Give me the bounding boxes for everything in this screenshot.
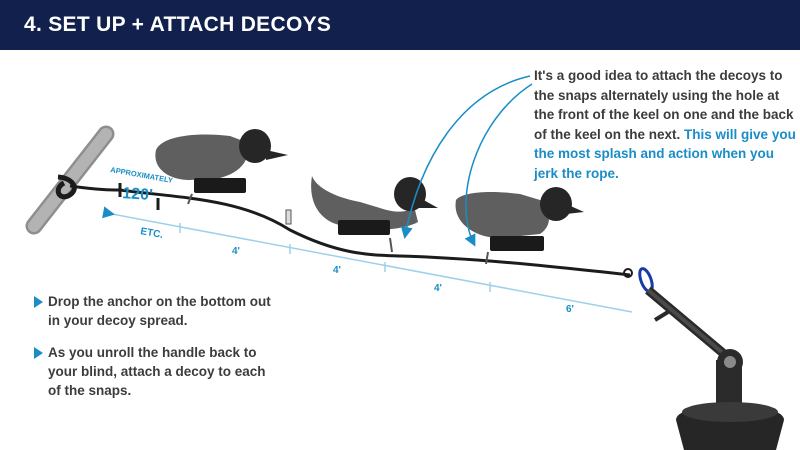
duck-decoy-icon: [455, 187, 584, 265]
spacing-label-1: 4': [232, 246, 240, 257]
spacing-guide: [102, 206, 633, 313]
bullet-arrow-icon: [34, 296, 43, 308]
approximate-length-label: 120': [122, 185, 154, 204]
rope-snap: [285, 209, 292, 225]
duck-decoy-icon: [155, 129, 288, 205]
step-text: As you unroll the handle back to your bl…: [48, 345, 266, 398]
callout-arrow-front-keel: [400, 75, 531, 239]
tip-callout: It's a good idea to attach the decoys to…: [534, 66, 796, 183]
callout-arrow-back-keel: [464, 83, 533, 247]
anchor-icon: [645, 286, 784, 450]
bullet-arrow-icon: [34, 347, 43, 359]
list-item: Drop the anchor on the bottom out in you…: [34, 292, 274, 330]
etc-label: ETC.: [139, 226, 164, 241]
steps-list: Drop the anchor on the bottom out in you…: [34, 292, 274, 413]
spacing-label-4: 6': [566, 304, 574, 315]
tip-text: It's a good idea to attach the decoys to…: [534, 68, 794, 142]
list-item: As you unroll the handle back to your bl…: [34, 343, 274, 400]
spacing-label-2: 4': [333, 265, 341, 276]
header-bar: 4. SET UP + ATTACH DECOYS: [0, 0, 800, 50]
spacing-label-3: 4': [434, 283, 442, 294]
step-text: Drop the anchor on the bottom out in you…: [48, 294, 271, 328]
page-title: 4. SET UP + ATTACH DECOYS: [24, 13, 332, 36]
handle-pole-icon: [25, 125, 115, 235]
duck-decoy-icon: [311, 176, 438, 253]
tip-highlight: This will give you the most splash and a…: [534, 126, 796, 181]
